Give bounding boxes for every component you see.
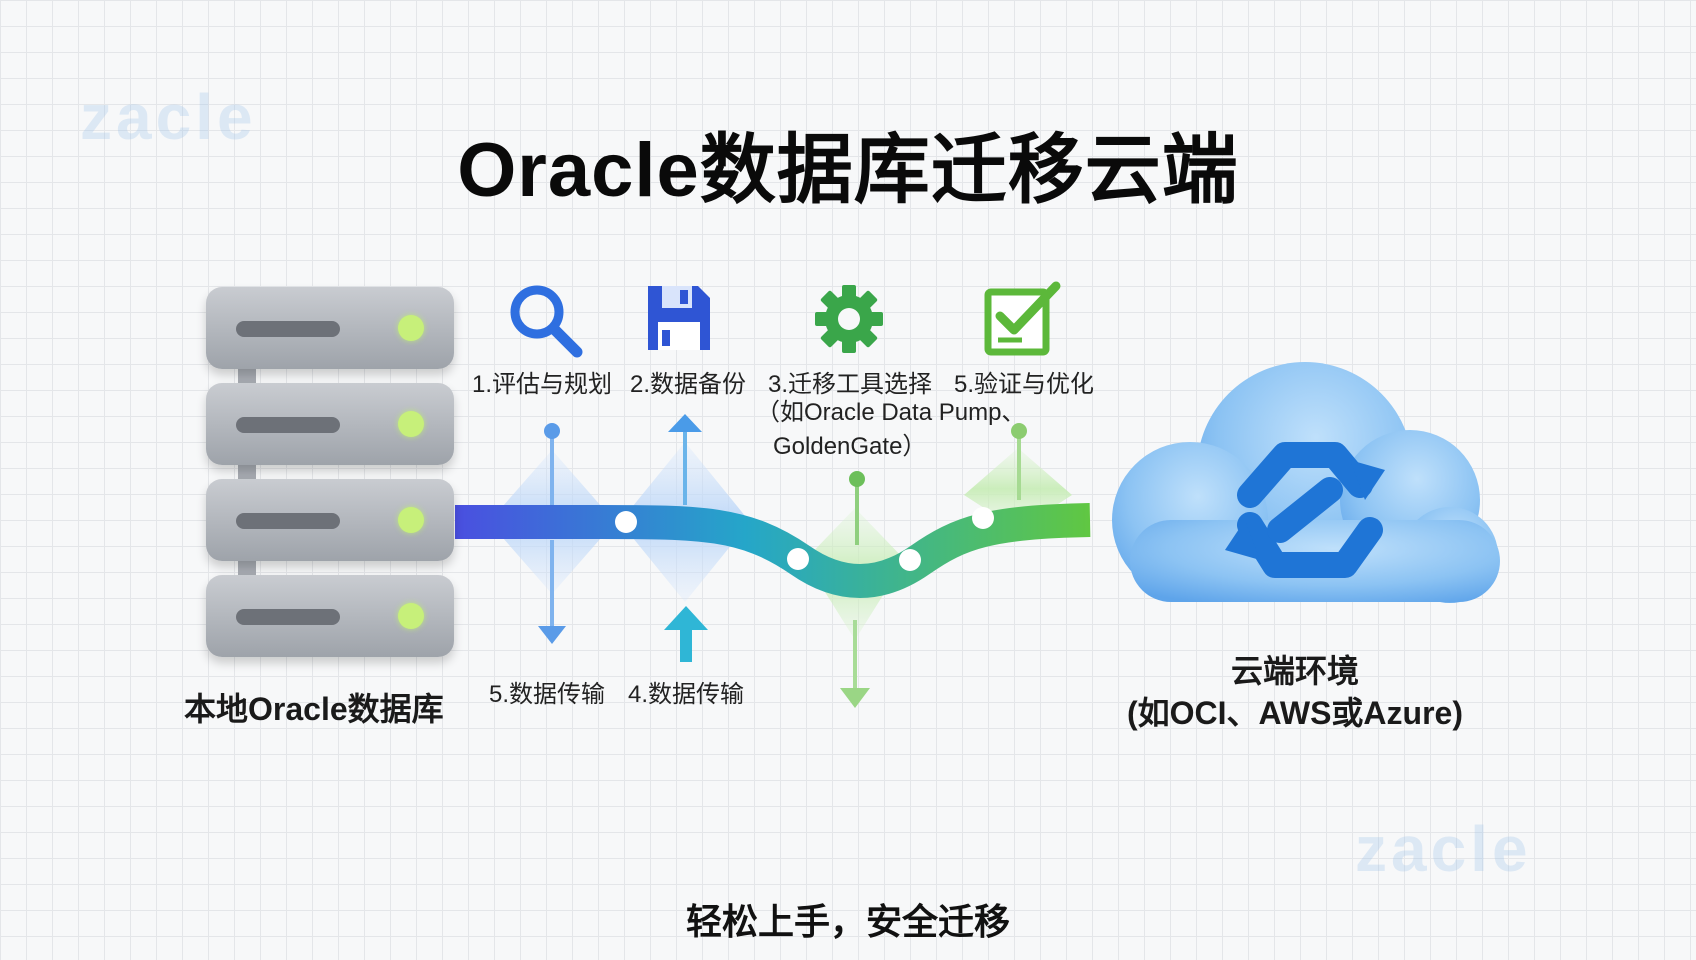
server-unit: [206, 383, 454, 465]
step-label-transfer-4: 4.数据传输: [628, 681, 745, 708]
watermark-top-left: zacle: [80, 81, 257, 153]
cloud-label: 云端环境 (如OCI、AWS或Azure): [1090, 650, 1500, 734]
status-led: [398, 507, 424, 533]
gear-icon: [815, 285, 883, 353]
status-led: [398, 411, 424, 437]
step-label-transfer-5: 5.数据传输: [489, 681, 606, 708]
server-unit: [206, 479, 454, 561]
source-label: 本地Oracle数据库: [184, 691, 444, 727]
cloud-label-examples: (如OCI、AWS或Azure): [1126, 695, 1463, 731]
cloud-label-title: 云端环境: [1230, 653, 1359, 689]
subtitle-caption: 轻松上手，安全迁移: [685, 901, 1010, 942]
server-unit: [206, 575, 454, 657]
page-title: Oracle数据库迁移云端: [457, 128, 1239, 213]
status-led: [398, 315, 424, 341]
step-label-tool-select: 3.迁移工具选择: [768, 371, 933, 398]
magnifier-icon: [510, 285, 583, 358]
tool-note-line1: （如Oracle Data Pump、: [756, 399, 1026, 426]
floppy-disk-icon: [648, 286, 710, 350]
pipeline-nodes: [615, 507, 994, 571]
status-led: [398, 603, 424, 629]
pipeline-path: [455, 503, 1091, 598]
cloud-icon: [1112, 362, 1500, 603]
server-rack-icon: [206, 287, 454, 659]
step-connectors: [538, 414, 1027, 708]
watermark-bottom-right: zacle: [1355, 813, 1532, 885]
tool-note-line2: GoldenGate）: [773, 433, 927, 460]
step-label-verify: 5.验证与优化: [954, 371, 1095, 398]
step-label-assess: 1.评估与规划: [472, 371, 613, 398]
cloud-sync-icon: [1237, 442, 1383, 578]
checklist-icon: [984, 281, 1061, 356]
server-unit: [206, 287, 454, 369]
step-label-backup: 2.数据备份: [630, 371, 747, 398]
